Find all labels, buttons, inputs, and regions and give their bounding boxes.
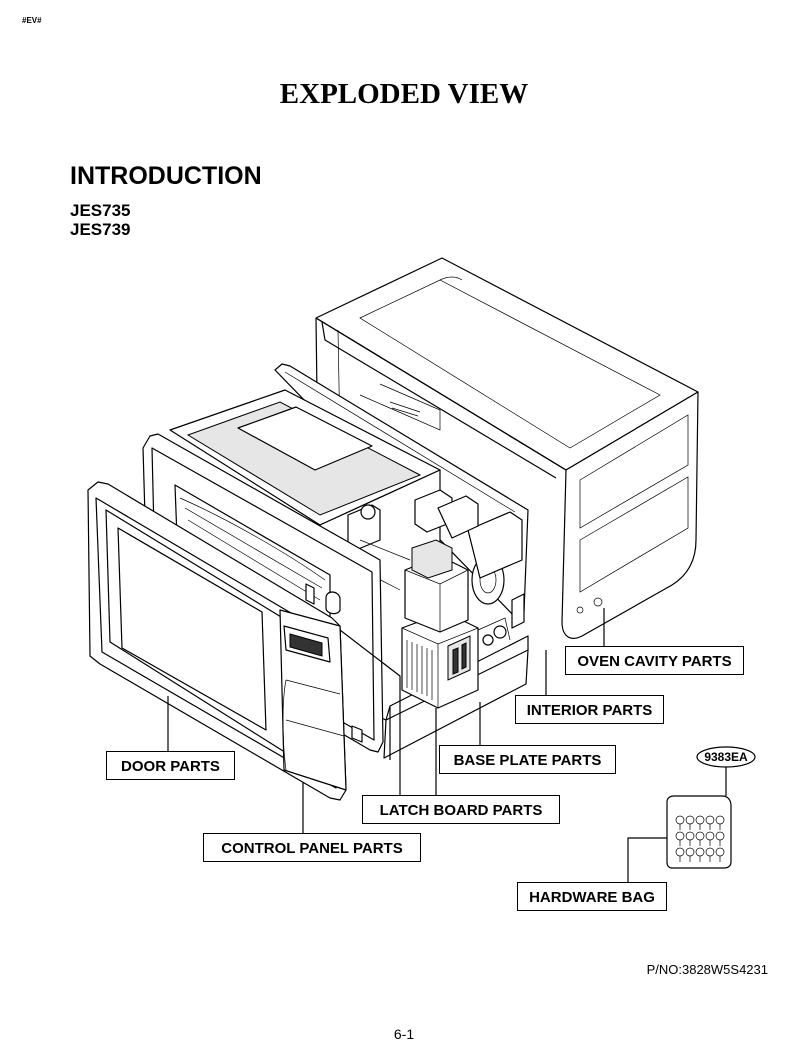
- hardware-bag-label: HARDWARE BAG: [517, 882, 667, 911]
- part-number: P/NO:3828W5S4231: [646, 962, 768, 977]
- hardware-bag-illustration: [666, 746, 756, 869]
- hardware-code-label: 9383EA: [704, 750, 748, 764]
- interior-parts-label: INTERIOR PARTS: [515, 695, 664, 724]
- section-heading: INTRODUCTION: [70, 162, 262, 190]
- model-number-2: JES739: [70, 220, 131, 239]
- oven-cavity-parts-label: OVEN CAVITY PARTS: [565, 646, 744, 675]
- door-parts-label: DOOR PARTS: [106, 751, 235, 780]
- leader-lines: [167, 608, 727, 884]
- door-illustration: [87, 481, 347, 801]
- base-plate-parts-label: BASE PLATE PARTS: [439, 745, 616, 774]
- control-panel-parts-label: CONTROL PANEL PARTS: [203, 833, 421, 862]
- document-code-tag: #EV#: [22, 16, 42, 25]
- latch-board-parts-label: LATCH BOARD PARTS: [362, 795, 560, 824]
- page-number: 6-1: [393, 1026, 415, 1042]
- page-title: EXPLODED VIEW: [279, 78, 529, 110]
- model-number-1: JES735: [70, 201, 131, 220]
